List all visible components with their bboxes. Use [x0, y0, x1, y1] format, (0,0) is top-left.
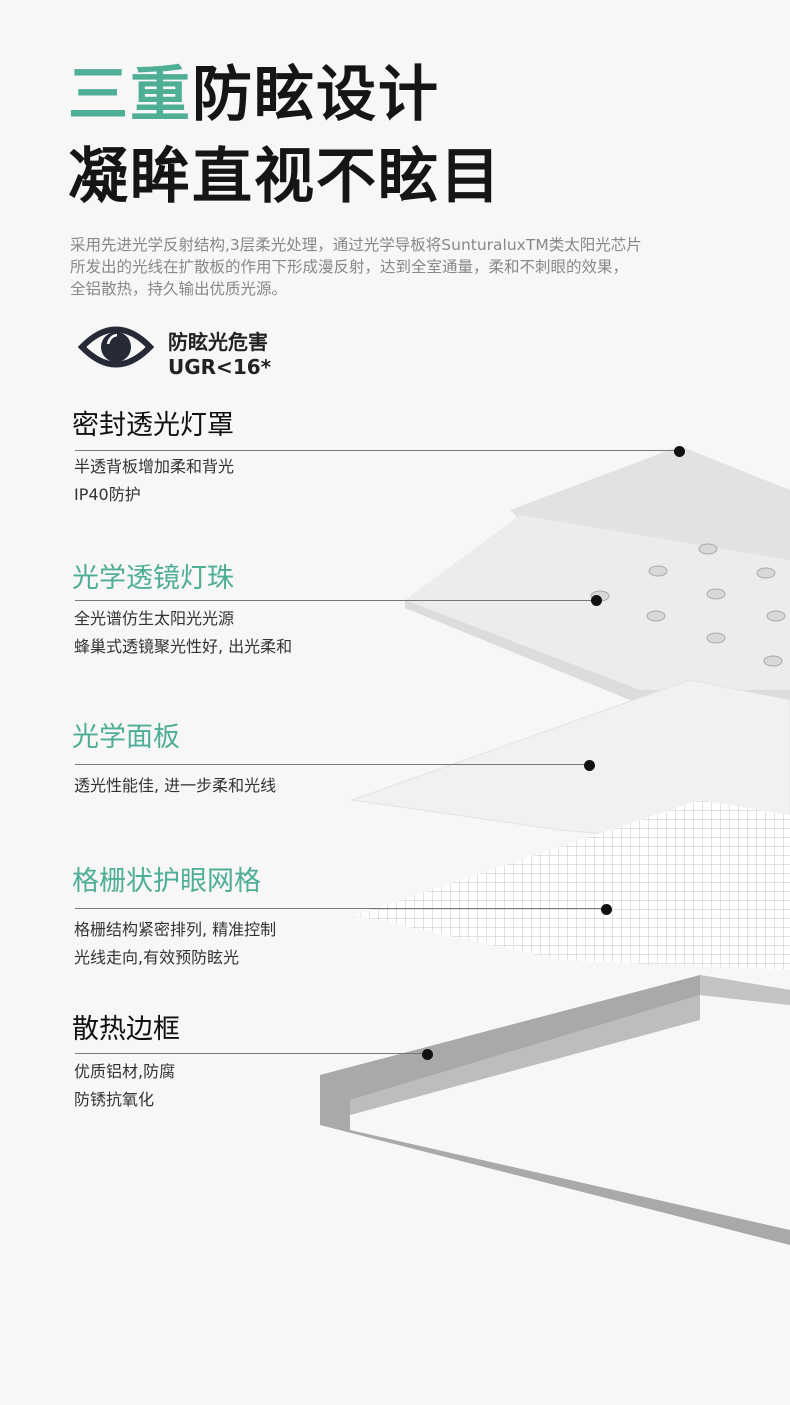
callout-dot [591, 595, 602, 606]
section-text-cover: 半透背板增加柔和背光 IP40防护 [74, 453, 234, 509]
description: 采用先进光学反射结构,3层柔光处理，通过光学导板将SunturaluxTM类太阳… [70, 234, 750, 300]
section-title-frame: 散热边框 [72, 1014, 180, 1045]
callout-line [75, 600, 596, 601]
led-beads [590, 543, 786, 667]
callout-dot [584, 760, 595, 771]
section-line: 蜂巢式透镜聚光性好, 出光柔和 [74, 637, 293, 656]
section-line: IP40防护 [74, 485, 141, 504]
callout-line [75, 764, 589, 765]
heat-sink-frame [320, 975, 790, 1245]
section-title-led: 光学透镜灯珠 [72, 563, 234, 594]
headline-highlight: 三重 [68, 60, 192, 130]
section-line: 光线走向,有效预防眩光 [74, 948, 240, 967]
headline-rest: 防眩设计 [192, 60, 440, 130]
badge-title: 防眩光危害 [168, 330, 268, 354]
cover-layer [405, 446, 790, 700]
section-text-panel: 透光性能佳, 进一步柔和光线 [74, 772, 276, 800]
section-line: 优质铝材,防腐 [74, 1062, 176, 1081]
ugr-badge: 防眩光危害 UGR<16* [168, 330, 271, 380]
section-line: 透光性能佳, 进一步柔和光线 [74, 776, 277, 795]
description-line: 全铝散热，持久输出优质光源。 [70, 280, 288, 298]
section-text-grille: 格栅结构紧密排列, 精准控制 光线走向,有效预防眩光 [74, 916, 276, 972]
callout-line [75, 908, 606, 909]
description-line: 所发出的光线在扩散板的作用下形成漫反射，达到全室通量，柔和不刺眼的效果， [70, 258, 629, 276]
description-line: 采用先进光学反射结构,3层柔光处理，通过光学导板将SunturaluxTM类太阳… [70, 236, 642, 254]
section-line: 半透背板增加柔和背光 [74, 457, 235, 476]
section-line: 防锈抗氧化 [74, 1090, 155, 1109]
badge-value: UGR<16* [168, 355, 272, 379]
callout-dot [674, 446, 685, 457]
callout-line [75, 450, 680, 451]
eye-icon [77, 322, 155, 376]
section-title-cover: 密封透光灯罩 [72, 410, 234, 441]
section-line: 格栅结构紧密排列, 精准控制 [74, 920, 277, 939]
callout-dot [422, 1049, 433, 1060]
section-text-led: 全光谱仿生太阳光光源 蜂巢式透镜聚光性好, 出光柔和 [74, 605, 292, 661]
callout-line [75, 1053, 427, 1054]
section-line: 全光谱仿生太阳光光源 [74, 609, 235, 628]
section-title-panel: 光学面板 [72, 722, 180, 753]
headline-line1: 三重防眩设计 [68, 60, 440, 130]
headline-line2: 凝眸直视不眩目 [68, 142, 502, 212]
grille-layer [355, 800, 790, 970]
section-text-frame: 优质铝材,防腐 防锈抗氧化 [74, 1058, 175, 1114]
callout-dot [601, 904, 612, 915]
section-title-grille: 格栅状护眼网格 [72, 866, 261, 897]
